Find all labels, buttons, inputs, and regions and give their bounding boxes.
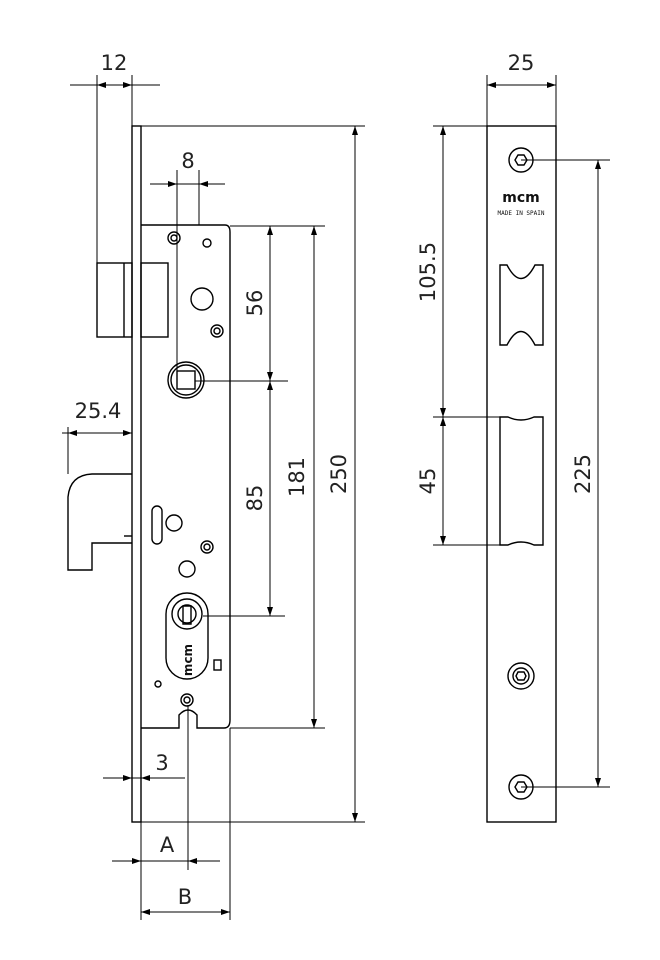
dim-b: B bbox=[178, 885, 192, 909]
cylinder-brand-logo: mcm bbox=[181, 644, 195, 676]
dimension-lines bbox=[62, 75, 610, 920]
faceplate-front-view bbox=[486, 125, 557, 823]
made-in-spain-label: MADE IN SPAIN bbox=[498, 210, 545, 217]
dim-8: 8 bbox=[181, 149, 194, 173]
dimension-labels: 12 8 56 85 181 250 25.4 3 A B 25 105.5 4… bbox=[75, 51, 595, 909]
dim-181: 181 bbox=[285, 457, 309, 497]
lock-body-side-view bbox=[67, 125, 231, 823]
dim-25: 25 bbox=[508, 51, 535, 75]
dim-3: 3 bbox=[155, 751, 168, 775]
dim-85: 85 bbox=[243, 485, 267, 512]
faceplate-brand-logo: mcm bbox=[502, 190, 539, 206]
dim-a: A bbox=[160, 833, 175, 857]
arrowheads bbox=[68, 82, 601, 915]
dim-225: 225 bbox=[571, 454, 595, 494]
dim-45: 45 bbox=[416, 468, 440, 495]
dim-12: 12 bbox=[101, 51, 128, 75]
dim-105-5: 105.5 bbox=[416, 242, 440, 302]
dim-25-4: 25.4 bbox=[75, 399, 122, 423]
dim-250: 250 bbox=[327, 454, 351, 494]
dim-56: 56 bbox=[243, 290, 267, 317]
